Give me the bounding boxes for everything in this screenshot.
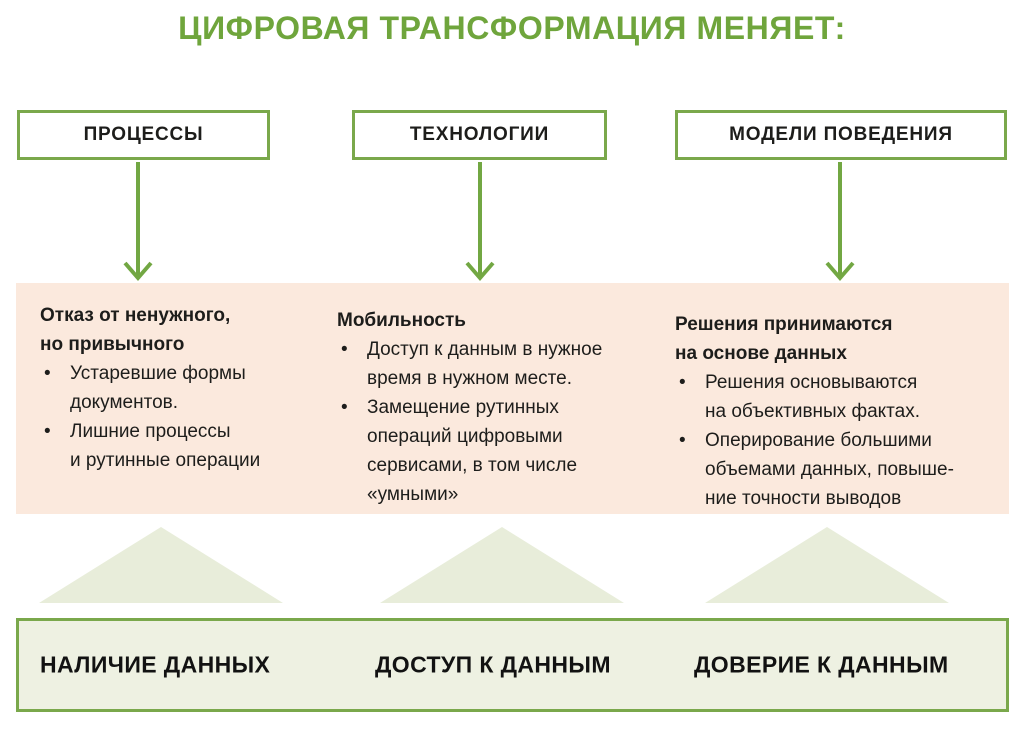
up-triangle-icon [39,527,283,603]
column-heading: Мобильность [337,310,466,331]
bullet-dot-icon: • [679,430,686,451]
column-heading: Решения принимаются на основе данных [675,314,893,364]
detail-column-processes: Отказ от ненужного, но привычного • Уста… [40,301,312,475]
detail-column-technologies: Мобильность • Доступ к данным в нужное в… [337,306,649,509]
category-box-label: ТЕХНОЛОГИИ [409,124,550,145]
up-triangle-icon [380,527,624,603]
down-arrow-icon [822,162,858,284]
bullet-item: • Лишние процессы и рутинные операции [40,417,312,475]
down-arrow-icon [120,162,156,284]
column-heading: Отказ от ненужного, но привычного [40,305,231,355]
bullet-dot-icon: • [679,372,686,393]
bullet-dot-icon: • [44,363,51,384]
down-arrow-icon [462,162,498,284]
bullet-text: Замещение рутинных операций цифровыми се… [367,397,578,505]
up-triangle-icon [705,527,949,603]
foundation-bar: НАЛИЧИЕ ДАННЫХ ДОСТУП К ДАННЫМ ДОВЕРИЕ К… [16,618,1009,712]
foundation-label-data-access: ДОСТУП К ДАННЫМ [375,651,611,678]
bullet-item: • Замещение рутинных операций цифровыми … [337,393,649,509]
bullet-item: • Оперирование большими объемами данных,… [675,426,971,513]
page-title: ЦИФРОВАЯ ТРАНСФОРМАЦИЯ МЕНЯЕТ: [178,10,846,46]
bullet-item: • Доступ к данным в нужное время в нужно… [337,335,649,393]
category-box-label: ПРОЦЕССЫ [83,124,204,145]
category-box-processes: ПРОЦЕССЫ [17,110,270,160]
bullet-dot-icon: • [44,421,51,442]
foundation-label-data-trust: ДОВЕРИЕ К ДАННЫМ [694,651,949,678]
detail-band [16,283,1009,514]
bullet-text: Доступ к данным в нужное время в нужном … [367,339,603,389]
bullet-text: Оперирование большими объемами данных, п… [705,430,954,509]
bullet-text: Решения основываются на объективных факт… [705,372,921,422]
detail-column-behavior-models: Решения принимаются на основе данных • Р… [675,310,971,513]
bullet-item: • Решения основываются на объективных фа… [675,368,971,426]
category-box-label: МОДЕЛИ ПОВЕДЕНИЯ [729,124,953,145]
category-box-behavior-models: МОДЕЛИ ПОВЕДЕНИЯ [675,110,1007,160]
category-box-technologies: ТЕХНОЛОГИИ [352,110,607,160]
bullet-dot-icon: • [341,339,348,360]
bullet-dot-icon: • [341,397,348,418]
foundation-label-data-availability: НАЛИЧИЕ ДАННЫХ [40,651,271,678]
bullet-text: Устаревшие формы документов. [70,363,246,413]
bullet-item: • Устаревшие формы документов. [40,359,312,417]
bullet-text: Лишние процессы и рутинные операции [70,421,261,471]
